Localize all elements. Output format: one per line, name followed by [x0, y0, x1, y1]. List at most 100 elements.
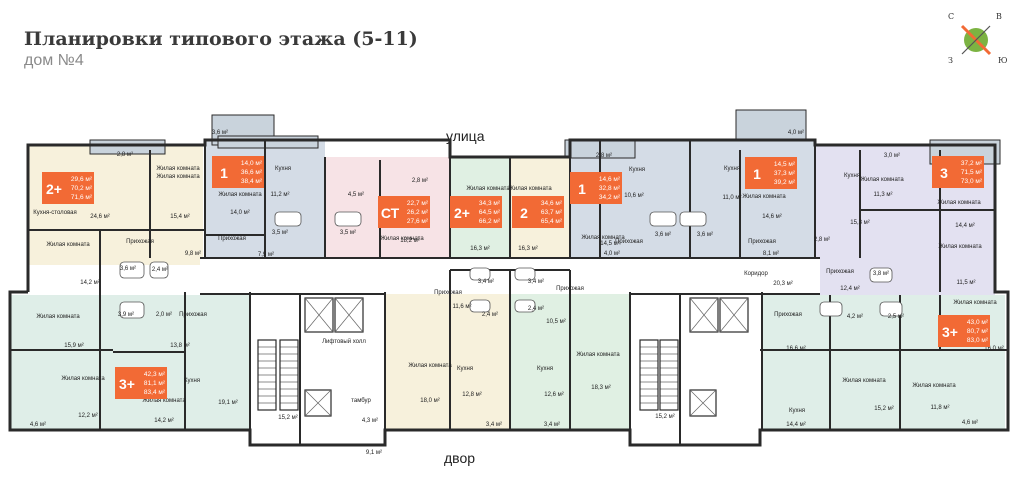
badge-area: 83,4 м²: [144, 389, 166, 396]
bathtub: [119, 301, 145, 319]
apartment-zone: [28, 145, 203, 265]
room-label: Коридор: [744, 271, 768, 277]
badge-box: [115, 367, 167, 399]
badge-rooms: 1: [578, 181, 586, 197]
room-label: Прихожая: [126, 239, 154, 245]
room-label: 14,5 м²: [600, 241, 619, 247]
room-label: Жилая комната: [581, 235, 625, 241]
room-label: 11,0 м²: [722, 195, 741, 201]
room-label: 13,8 м²: [170, 343, 189, 349]
compass-icon: С В З Ю: [946, 10, 1008, 70]
room-label: 4,0 м²: [604, 251, 620, 257]
badge-rooms: 3+: [119, 376, 135, 392]
bathtub: [119, 261, 145, 279]
lift-cross: [689, 389, 717, 417]
room-label: 2,4 м²: [152, 267, 168, 273]
stair-flight: [257, 339, 277, 411]
room-label: тамбур: [351, 398, 371, 404]
badge-box: [938, 315, 990, 347]
badge-area: 27,6 м²: [407, 218, 429, 225]
badge-box: [932, 156, 984, 188]
room-label: 14,4 м²: [786, 422, 805, 428]
badge-rooms: 1: [220, 165, 228, 181]
room-label: Жилая комната: [408, 363, 452, 369]
room-label: 3,4 м²: [486, 422, 502, 428]
bathtub: [679, 211, 707, 227]
room-label: Прихожая: [826, 269, 854, 275]
badge-area: 81,1 м²: [144, 380, 166, 387]
lift-cross: [304, 297, 334, 333]
room-label: Жилая комната: [576, 352, 620, 358]
room-label: Прихожая: [434, 290, 462, 296]
lift-cross: [334, 297, 364, 333]
badge-area: 36,6 м²: [241, 169, 263, 176]
badge-area: 43,0 м²: [967, 319, 989, 326]
room-label: 10,5 м²: [546, 319, 565, 325]
badge-area: 26,2 м²: [407, 209, 429, 216]
room-label: 12,4 м²: [840, 286, 859, 292]
room-label: 3,4 м²: [544, 422, 560, 428]
room-label: 2,8 м²: [596, 153, 612, 159]
room-label: 4,0 м²: [788, 130, 804, 136]
room-label: Кухня-столовая: [33, 210, 77, 216]
room-label: Жилая комната: [912, 383, 956, 389]
badge-area: 37,2 м²: [961, 160, 983, 167]
room-label: 3,0 м²: [884, 153, 900, 159]
room-label: 2,8 м²: [814, 237, 830, 243]
room-label: 18,0 м²: [420, 398, 439, 404]
room-label: 12,8 м²: [462, 392, 481, 398]
room-label: Прихожая: [748, 239, 776, 245]
stair-flight: [639, 339, 659, 411]
badge-box: [745, 157, 797, 189]
room-label: 14,2 м²: [80, 280, 99, 286]
room-label: 3,5 м²: [340, 230, 356, 236]
room-label: 11,8 м²: [930, 405, 949, 411]
room-label: 7,9 м²: [258, 252, 274, 258]
room-label: Жилая комната: [953, 300, 997, 306]
room-label: Жилая комната: [142, 398, 186, 404]
badge-rooms: СТ: [381, 205, 400, 221]
bathtub: [334, 211, 362, 227]
room-label: 16,3 м²: [518, 246, 537, 252]
bathtub: [869, 267, 893, 283]
room-label: 15,2 м²: [278, 415, 297, 421]
badge-rooms: 2+: [46, 181, 62, 197]
room-label: Жилая комната: [508, 186, 552, 192]
room-label: Прихожая: [179, 312, 207, 318]
room-label: 15,2 м²: [655, 414, 674, 420]
room-label: 2,4 м²: [528, 306, 544, 312]
room-label: Жилая комната: [380, 236, 424, 242]
room-label: 3,5 м²: [272, 230, 288, 236]
badge-area: 64,5 м²: [479, 209, 501, 216]
lift-cross: [304, 389, 332, 417]
badge-area: 70,2 м²: [71, 185, 93, 192]
bathtub: [469, 299, 491, 313]
room-label: Жилая комната: [36, 314, 80, 320]
street-label-top: улица: [446, 128, 485, 144]
badge-area: 38,4 м²: [241, 178, 263, 185]
room-label: Прихожая: [774, 312, 802, 318]
room-label: 11,2 м²: [270, 192, 289, 198]
room-label: 11,5 м²: [956, 280, 975, 286]
room-label: Жилая комната: [218, 192, 262, 198]
outer-wall: [8, 138, 1010, 447]
badge-area: 71,6 м²: [71, 194, 93, 201]
room-label: Прихожая: [556, 286, 584, 292]
badge-box: [512, 196, 564, 228]
room-label: Жилая комната: [61, 376, 105, 382]
room-label: Кухня: [457, 366, 473, 372]
room-label: Жилая комната: [156, 174, 200, 180]
room-label: 20,3 м²: [773, 281, 792, 287]
badge-area: 71,5 м²: [961, 169, 983, 176]
badge-area: 66,2 м²: [479, 218, 501, 225]
room-label: 2,4 м²: [482, 312, 498, 318]
badge-rooms: 2: [520, 205, 528, 221]
room-label: Кухня: [844, 173, 860, 179]
room-label: 11,3 м²: [873, 192, 892, 198]
room-label: 16,0 м²: [984, 346, 1003, 352]
room-label: 24,6 м²: [90, 214, 109, 220]
